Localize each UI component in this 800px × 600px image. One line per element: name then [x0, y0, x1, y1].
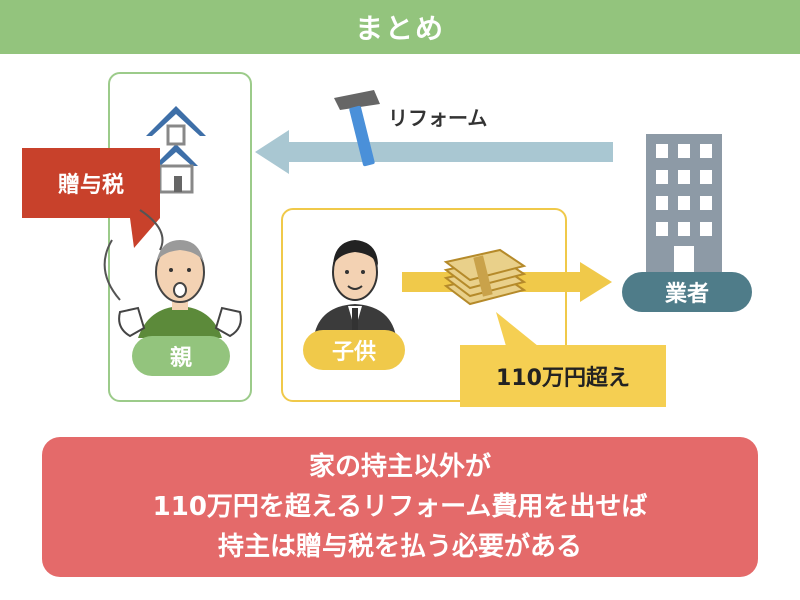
- reform-arrow: [255, 130, 613, 174]
- summary-line-1: 家の持主以外が: [308, 452, 491, 482]
- reform-label: リフォーム: [388, 106, 488, 130]
- parent-person-icon: [118, 240, 242, 338]
- child-label: 子供: [303, 330, 405, 370]
- summary-box: 家の持主以外が 110万円を超えるリフォーム費用を出せば 持主は贈与税を払う必要…: [42, 437, 758, 577]
- gift-tax-label: 贈与税: [22, 148, 160, 218]
- child-person-icon: [314, 240, 396, 336]
- amount-label: 110万円超え: [460, 345, 666, 407]
- page-title: まとめ: [354, 12, 445, 45]
- summary-line-2: 110万円を超えるリフォーム費用を出せば: [152, 492, 648, 522]
- page-header: まとめ: [0, 0, 800, 54]
- building-icon: [646, 134, 722, 274]
- hammer-icon: [334, 90, 380, 167]
- parent-label: 親: [132, 336, 230, 376]
- contractor-label: 業者: [622, 272, 752, 312]
- house-icon: [146, 106, 206, 194]
- speech-tail-icon: [103, 209, 164, 301]
- summary-line-3: 持主は贈与税を払う必要がある: [217, 532, 582, 562]
- amount-speech-tail: [496, 312, 538, 346]
- money-stack-icon: [443, 248, 527, 306]
